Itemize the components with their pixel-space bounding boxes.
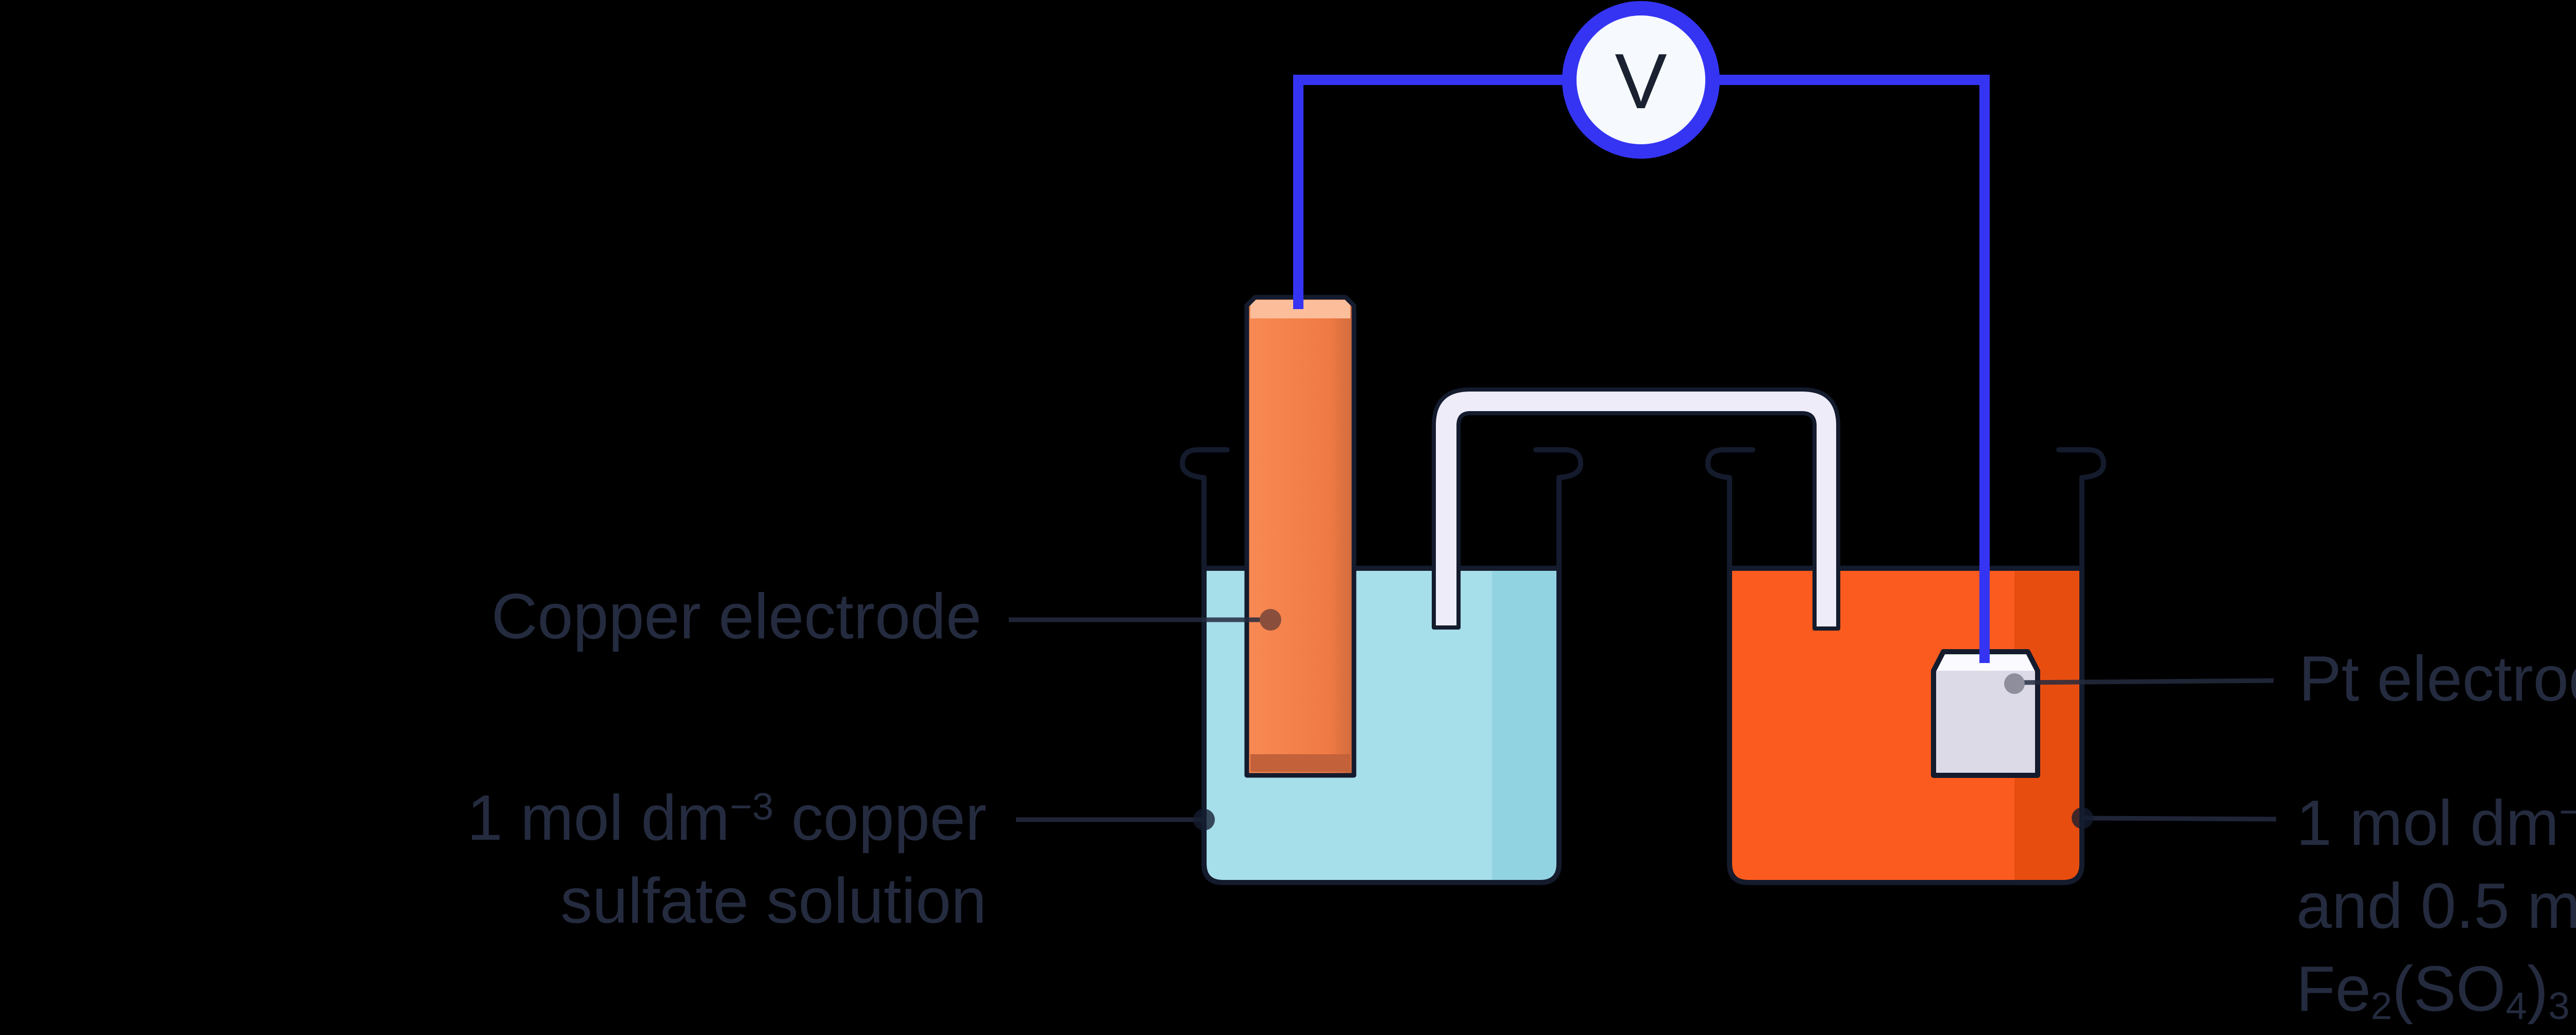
copper-sulfate-solution-shade: [1492, 571, 1556, 880]
copper-electrode: [1244, 295, 1357, 778]
pt-electrode-leader-line: [2015, 678, 2274, 685]
left-wire: [1293, 75, 1566, 309]
pt-electrode: [1931, 649, 2040, 778]
copper-electrode-leader-dot: [1260, 609, 1281, 631]
right-beaker-lip-left: [1705, 447, 1755, 480]
salt-bridge: [1432, 387, 1840, 631]
pt-electrode-outline: [1931, 649, 2040, 778]
copper-electrode-outline: [1244, 295, 1357, 778]
iron-solution-leader-dot: [2072, 807, 2093, 829]
label-line: 1 mol dm−3 FeSO4: [2296, 788, 2576, 859]
voltmeter-label: V: [1615, 38, 1667, 125]
copper-electrode-bottom-shadow: [1250, 754, 1350, 772]
copper-electrode-label: Copper electrode: [260, 580, 981, 654]
right-wire: [1718, 75, 1990, 663]
label-line: and 0.5 mol dm−3: [2296, 871, 2576, 942]
iron-sulfate-solution-label: 1 mol dm−3 FeSO4 and 0.5 mol dm−3Fe2(SO4)…: [2296, 786, 2576, 1035]
label-line: 1 mol dm−3 copper: [467, 783, 987, 854]
copper-sulfate-leader-dot: [1193, 809, 1215, 830]
pt-electrode-label: Pt electrode: [2299, 642, 2576, 717]
pt-electrode-leader-dot: [2004, 673, 2025, 694]
diagram-canvas: [1009, 1, 2277, 885]
label-line: sulfate solution: [560, 866, 987, 937]
label-line: Pt electrode: [2299, 643, 2576, 715]
right-beaker-lip-right: [2056, 447, 2107, 480]
right-beaker-glass: [1727, 477, 2084, 885]
label-line: Fe2(SO4)3: [2296, 954, 2570, 1028]
iron-solution-shade: [2014, 571, 2079, 880]
right-beaker: [1705, 447, 2107, 885]
iron-solution-leader-line: [2082, 816, 2277, 822]
left-beaker-lip-left: [1179, 447, 1230, 480]
copper-sulfate-solution-label: 1 mol dm−3 copper sulfate solution: [265, 781, 987, 939]
iron-solution-fill: [1732, 571, 2079, 880]
voltmeter-circle: [1562, 1, 1720, 159]
leader-lines: [1009, 609, 2277, 830]
copper-electrode-body: [1247, 297, 1354, 775]
left-beaker-glass: [1201, 477, 1562, 885]
left-beaker: [1179, 447, 1584, 885]
label-line: Copper electrode: [491, 581, 981, 652]
electrochemical-cell-diagram: V Copper electrode 1 mol dm−3 copper sulf…: [260, 1, 2576, 1027]
left-beaker-lip-right: [1533, 447, 1584, 480]
